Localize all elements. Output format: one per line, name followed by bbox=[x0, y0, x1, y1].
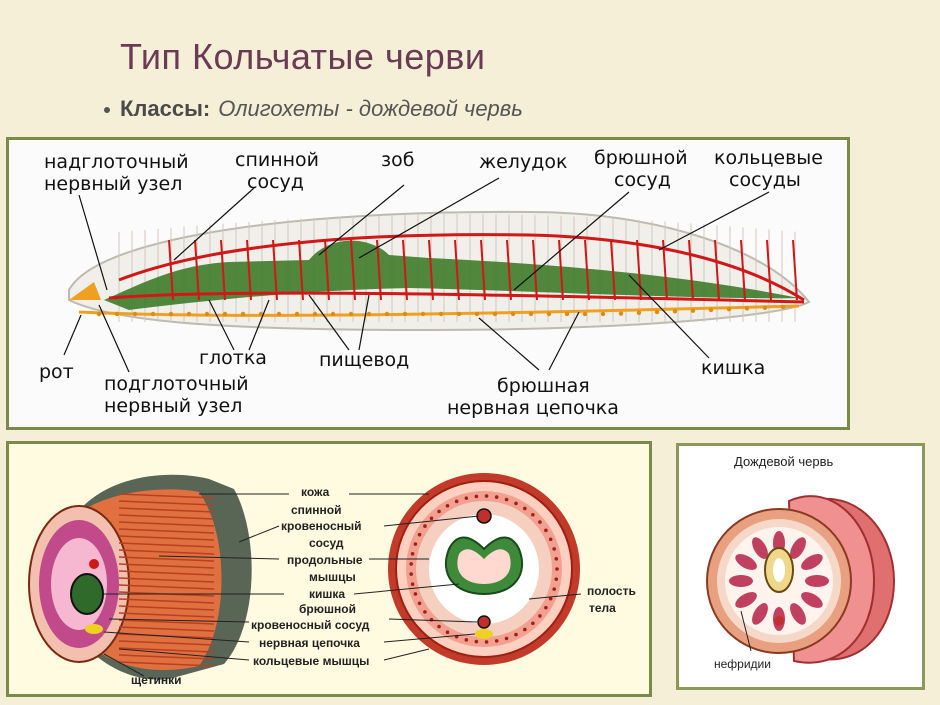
bullet-text: Олигохеты - дождевой червь bbox=[218, 96, 523, 121]
cs-label-nerve-chain: нервная цепочка bbox=[259, 636, 360, 650]
label-ventral-vessel-1: брюшной bbox=[594, 147, 688, 169]
cs-label-cavity-2: тела bbox=[589, 601, 616, 615]
label-subganglion-1: подглоточный bbox=[104, 373, 249, 395]
cs-label-long-muscles-2: мышцы bbox=[309, 570, 356, 584]
cross-leader-lines bbox=[103, 493, 480, 677]
circular-cross-section bbox=[388, 473, 580, 665]
dorsal-vessel-line bbox=[118, 233, 805, 302]
label-nerve-chain-2: нервная цепочка bbox=[447, 397, 619, 419]
cs-label-ventral-2: кровеносный сосуд bbox=[251, 618, 370, 632]
label-dorsal-2: сосуд bbox=[247, 171, 304, 193]
label-stomach: желудок bbox=[479, 151, 567, 173]
ring-vessels bbox=[168, 239, 798, 301]
bullet-dot bbox=[104, 107, 110, 114]
nerve-ganglia bbox=[96, 304, 786, 317]
cs-label-intestine: кишка bbox=[309, 587, 345, 601]
cs-label-ring-muscles: кольцевые мышцы bbox=[253, 654, 369, 668]
worm-longitudinal-panel: надглоточный нервный узел спинной сосуд … bbox=[6, 137, 850, 430]
cross-section-diagram: кожа спинной кровеносный сосуд продольны… bbox=[28, 473, 636, 687]
label-dorsal-1: спинной bbox=[235, 149, 319, 171]
class-bullet: Классы: Олигохеты - дождевой червь bbox=[104, 96, 523, 122]
earthworm-inset-diagram: Дождевой червь нефридии bbox=[706, 454, 896, 671]
cs-label-ventral-1: брюшной bbox=[299, 602, 356, 616]
label-subganglion-2: нервный узел bbox=[104, 395, 242, 417]
earthworm-inset-panel: Дождевой червь нефридии bbox=[676, 443, 925, 690]
ventral-vessel-line bbox=[108, 291, 805, 304]
label-esophagus: пищевод bbox=[319, 349, 409, 371]
cs-label-long-muscles-1: продольные bbox=[287, 553, 363, 567]
label-crop: зоб bbox=[381, 149, 414, 171]
cs-label-cavity-1: полость bbox=[587, 584, 636, 598]
label-pharynx: глотка bbox=[199, 347, 267, 369]
cs-label-dorsal-2: кровеносный bbox=[281, 519, 362, 533]
label-ring-1: кольцевые bbox=[714, 147, 823, 169]
head-ganglion bbox=[69, 282, 101, 300]
label-ventral-vessel-2: сосуд bbox=[614, 169, 671, 191]
label-intestine: кишка bbox=[701, 357, 765, 379]
cs-label-setae: щетинки bbox=[131, 673, 182, 687]
inset-title: Дождевой червь bbox=[734, 454, 834, 469]
cs-label-skin: кожа bbox=[301, 485, 330, 499]
label-nerve-chain-1: брюшная bbox=[497, 375, 590, 397]
inset-label-nephridia: нефридии bbox=[714, 657, 771, 671]
nerve-chain-line bbox=[78, 304, 800, 317]
cross-section-panel: кожа спинной кровеносный сосуд продольны… bbox=[6, 441, 652, 697]
bullet-label: Классы: bbox=[120, 96, 211, 121]
slide-title: Тип Кольчатые черви bbox=[120, 36, 486, 77]
cs-label-dorsal-3: сосуд bbox=[309, 536, 344, 550]
cs-label-dorsal-1: спинной bbox=[291, 503, 342, 517]
leader-lines bbox=[63, 177, 770, 373]
worm-longitudinal-diagram: надглоточный нервный узел спинной сосуд … bbox=[39, 147, 823, 419]
label-ring-2: сосуды bbox=[729, 169, 801, 191]
label-mouth: рот bbox=[39, 361, 74, 383]
label-supraganglion-1: надглоточный bbox=[44, 151, 189, 173]
label-supraganglion-2: нервный узел bbox=[44, 173, 182, 195]
worm-segment-3d bbox=[28, 474, 252, 680]
